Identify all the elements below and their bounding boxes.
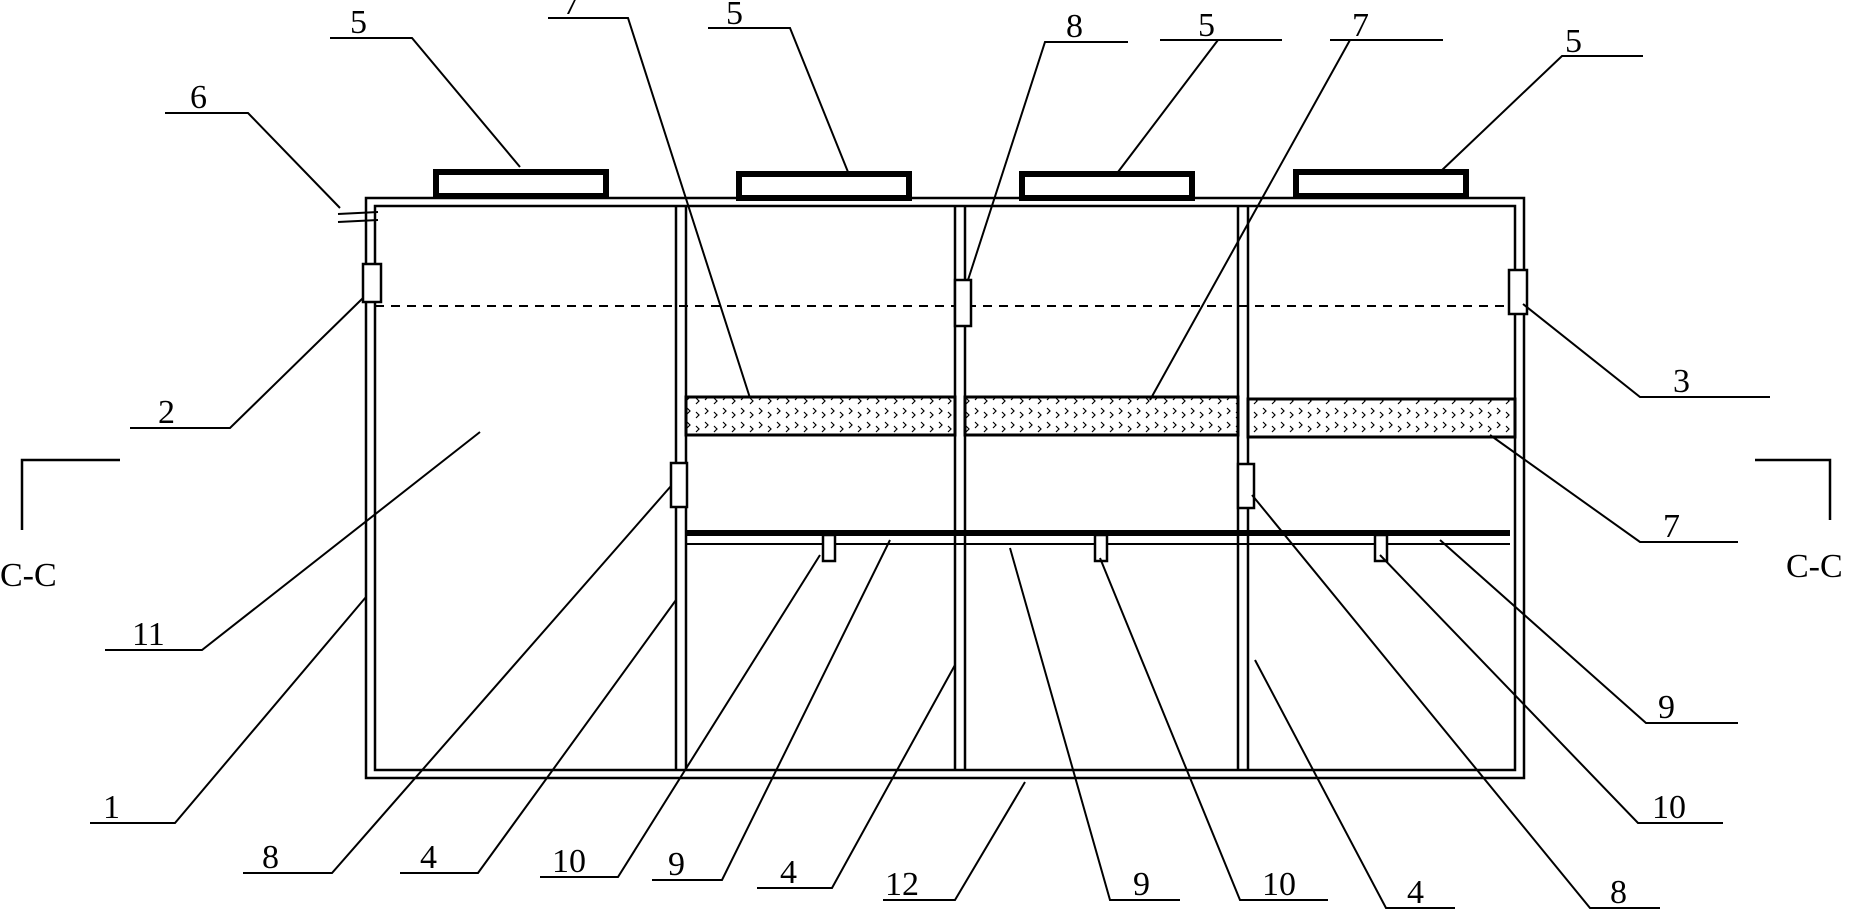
cover-slab [433,169,609,199]
callout-8: 8 [1610,874,1627,911]
leader-c10r [1379,554,1723,824]
section-marker-right [1755,458,1832,520]
nozzles [821,533,1389,563]
pipe-opening [1236,462,1256,510]
cover-slab [736,171,912,201]
leader-c7c [1489,434,1738,543]
leader-c10a [540,554,821,878]
leader-c2 [130,297,364,429]
leader-c5d [1439,55,1643,173]
leader-c5a [330,37,521,168]
tank-outer-wall [364,196,1526,780]
leader-c12 [883,781,1026,901]
callout-9: 9 [1133,866,1150,903]
leader-c9a [652,539,891,881]
section-marker-left [20,458,120,530]
callout-3: 3 [1673,363,1690,400]
cover-slab [1019,171,1195,201]
pipe-openings [361,262,1529,510]
callout-5: 5 [1198,7,1215,44]
callout-1: 1 [103,789,120,826]
leader-c10b [1099,557,1328,901]
outlet-opening [1507,268,1529,316]
callout-8: 8 [262,839,279,876]
cover-slab [1293,169,1469,199]
callout-4: 4 [1407,874,1424,911]
callout-9: 9 [1658,689,1675,726]
leader-c9b [1009,547,1180,901]
leader-c4c [1254,659,1455,909]
callout-2: 2 [158,394,175,431]
leader-c11 [105,431,481,651]
callout-7: 7 [1352,7,1369,44]
leader-c8a [967,41,1128,281]
filter-media-layers [684,395,1517,439]
leader-c5c [1117,39,1282,173]
callout-6: 6 [190,79,207,116]
leader-c5b [708,27,849,173]
leader-c8b [243,485,672,874]
leader-c4a [400,599,677,874]
inlet-opening [361,262,383,304]
leader-c8c [1251,494,1660,909]
section-label-right: C-C [1786,548,1843,585]
leader-c9r [1439,539,1738,724]
pipe-opening [953,278,973,328]
pipe-opening [669,461,689,509]
callout-10: 10 [1262,866,1296,903]
cover-slabs [433,169,1469,201]
leader-c7b [1149,39,1443,401]
callout-4: 4 [780,854,797,891]
callout-11: 11 [132,616,165,653]
callout-5: 5 [1565,23,1582,60]
vent-pipe [337,211,379,223]
leader-c1 [90,596,367,824]
callout-5: 5 [350,4,367,41]
callout-10: 10 [552,843,586,880]
leader-c7a [548,17,751,399]
callout-4: 4 [420,839,437,876]
leader-c3 [1522,303,1770,398]
callout-5: 5 [726,0,743,32]
callout-7: 7 [1663,508,1680,545]
callout-8: 8 [1066,8,1083,45]
callout-10: 10 [1652,789,1686,826]
leader-lines [90,17,1770,909]
leader-c6 [165,112,341,209]
callout-numbers: 5 7 5 8 5 7 5 6 2 3 7 11 9 10 1 8 4 10 9… [103,0,1690,911]
callout-7: 7 [563,0,580,22]
leader-c4b [757,664,956,889]
callout-9: 9 [668,846,685,883]
section-label-left: C-C [0,557,57,594]
callout-12: 12 [885,866,919,903]
